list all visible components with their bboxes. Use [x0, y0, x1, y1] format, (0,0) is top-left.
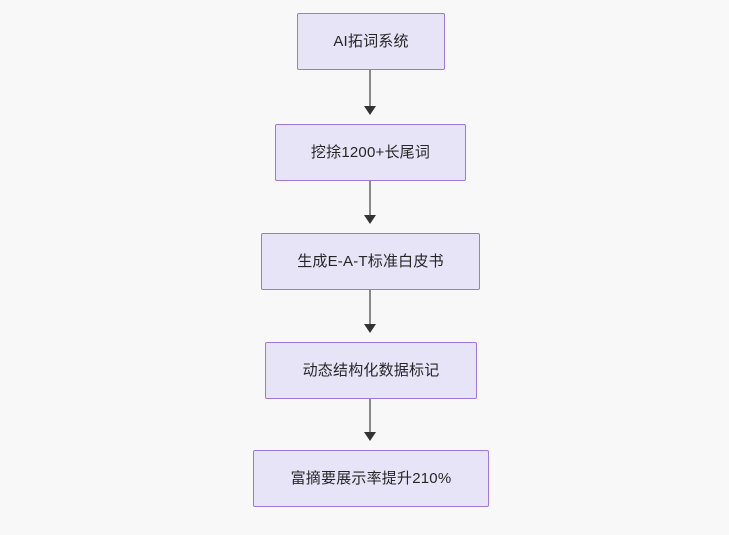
flow-node-structured-data-markup[interactable]: 动态结构化数据标记 [265, 342, 477, 399]
flow-node-rich-snippet-result[interactable]: 富摘要展示率提升210% [253, 450, 489, 507]
connector-line [369, 181, 371, 216]
connector-line [369, 70, 371, 107]
arrowhead-icon [364, 432, 376, 441]
flow-connector-2-3 [364, 181, 376, 224]
flow-connector-3-4 [364, 290, 376, 333]
arrowhead-icon [364, 106, 376, 115]
flow-connector-4-5 [364, 399, 376, 441]
arrowhead-icon [364, 215, 376, 224]
flow-connector-1-2 [364, 70, 376, 115]
flow-node-ai-keyword-system[interactable]: AI拓词系统 [297, 13, 445, 70]
arrowhead-icon [364, 324, 376, 333]
flow-node-longtail-keywords[interactable]: 挖捈1200+长尾词 [275, 124, 466, 181]
connector-line [369, 399, 371, 433]
connector-line [369, 290, 371, 325]
flow-node-eat-whitepaper[interactable]: 生成E-A-T标准白皮书 [261, 233, 480, 290]
